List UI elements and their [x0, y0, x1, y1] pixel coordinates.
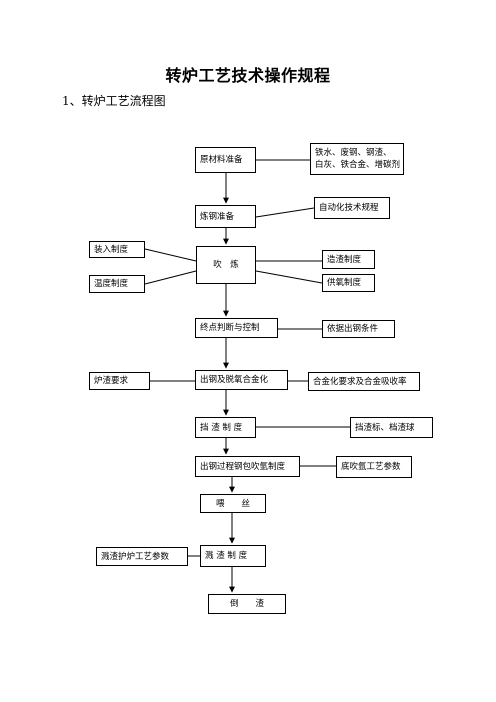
box-materials-list: 铁水、废钢、钢渣、 白灰、铁合金、增碳剂	[310, 143, 404, 175]
box-charging-system: 装入制度	[89, 241, 145, 258]
box-slagging-system: 造渣制度	[322, 250, 375, 269]
box-oxygen-supply: 供氧制度	[322, 274, 375, 292]
box-blowing: 吹 炼	[196, 246, 256, 284]
box-automation-rules: 自动化技术规程	[314, 197, 390, 219]
box-slag-requirements: 炉渣要求	[89, 372, 150, 390]
box-tapping-deox-alloy: 出钢及脱氧合金化	[195, 370, 288, 390]
box-bottom-argon-params: 底吹氩工艺参数	[336, 456, 412, 478]
box-slag-splashing: 溅 渣 制 度	[200, 545, 266, 567]
box-steelmaking-prep: 炼钢准备	[195, 205, 256, 228]
box-tapping-conditions: 依据出钢条件	[322, 320, 395, 338]
box-slag-retention: 挡 渣 制 度	[195, 417, 256, 438]
box-slag-pouring: 倒 渣	[208, 594, 286, 614]
section-heading: 1、转炉工艺流程图	[62, 94, 166, 108]
box-raw-material-prep: 原材料准备	[195, 147, 256, 173]
document-title: 转炉工艺技术操作规程	[165, 66, 331, 85]
box-wire-feeding: 喂 丝	[200, 494, 266, 513]
box-ladle-argon: 出钢过程钢包吹氩制度	[195, 456, 300, 477]
box-alloy-requirements: 合金化要求及合金吸收率	[308, 372, 420, 391]
box-endpoint-control: 终点判断与控制	[195, 318, 278, 338]
box-slag-dart-plug: 挡渣标、档渣球	[350, 417, 433, 438]
connector-oxygen	[255, 270, 323, 284]
box-splash-process-params: 溅渣护炉工艺参数	[96, 547, 188, 566]
connector-temperature	[144, 270, 197, 285]
materials-line-1: 铁水、废钢、钢渣、	[315, 148, 392, 158]
materials-line-2: 白灰、铁合金、增碳剂	[315, 160, 401, 170]
connector-charging	[144, 248, 197, 262]
connector-automation	[255, 207, 315, 218]
box-temperature-system: 温度制度	[89, 275, 145, 293]
